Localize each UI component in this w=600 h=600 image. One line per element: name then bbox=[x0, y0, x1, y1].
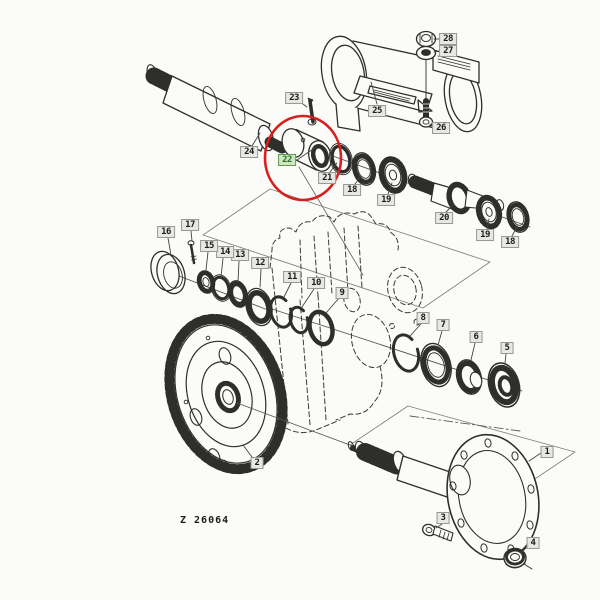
part-label-18[interactable]: 18 bbox=[343, 184, 361, 196]
axle-axis-line bbox=[236, 402, 359, 449]
highlight-ellipse bbox=[263, 114, 343, 202]
part-label-3[interactable]: 3 bbox=[436, 512, 450, 524]
part-label-11[interactable]: 11 bbox=[283, 271, 301, 283]
part-label-17[interactable]: 17 bbox=[181, 219, 199, 231]
part-label-16[interactable]: 16 bbox=[157, 226, 175, 238]
fastener-column bbox=[415, 30, 437, 128]
part-label-2[interactable]: 2 bbox=[250, 457, 264, 469]
part-19-gear-left bbox=[378, 156, 408, 194]
part-26-bolt bbox=[418, 98, 434, 128]
bracket-hatch bbox=[437, 55, 471, 71]
part-label-19[interactable]: 19 bbox=[377, 194, 395, 206]
leader-lines bbox=[167, 38, 542, 554]
part-11-snap-ring bbox=[268, 295, 294, 329]
part-3-bolt bbox=[421, 523, 454, 542]
part-label-20[interactable]: 20 bbox=[435, 212, 453, 224]
housing-dashed-outline bbox=[269, 211, 423, 434]
part-label-19-2[interactable]: 19 bbox=[476, 229, 494, 241]
part-25-housing bbox=[320, 35, 483, 133]
part-label-18-2[interactable]: 18 bbox=[501, 236, 519, 248]
part-21-ring bbox=[329, 142, 353, 176]
part-28-nut bbox=[415, 30, 437, 48]
part-1-axle-shaft bbox=[347, 433, 540, 561]
part-label-15[interactable]: 15 bbox=[200, 240, 218, 252]
part-7-bearing-cup bbox=[420, 342, 452, 388]
part-4-nut bbox=[503, 547, 533, 570]
part-19-gear-right bbox=[475, 194, 503, 230]
part-9-o-ring bbox=[307, 309, 335, 347]
part-label-23[interactable]: 23 bbox=[285, 92, 303, 104]
part-10-snap-ring bbox=[288, 305, 310, 335]
part-label-1[interactable]: 1 bbox=[540, 446, 554, 458]
part-label-10[interactable]: 10 bbox=[307, 277, 325, 289]
part-label-22[interactable]: 22 bbox=[278, 154, 296, 166]
part-23-pin bbox=[307, 97, 317, 126]
part-label-25[interactable]: 25 bbox=[368, 105, 386, 117]
part-6-taper-bearing bbox=[455, 359, 483, 395]
part-label-28[interactable]: 28 bbox=[439, 33, 457, 45]
part-2-gear bbox=[164, 313, 288, 475]
part-label-13[interactable]: 13 bbox=[231, 249, 249, 261]
flange-bolt-holes bbox=[449, 438, 535, 554]
part-24-shaft bbox=[145, 64, 288, 154]
part-18-bearing-ring-left bbox=[351, 152, 377, 186]
part-27-washer bbox=[415, 45, 437, 61]
part-22-coupling bbox=[281, 128, 333, 172]
part-label-8[interactable]: 8 bbox=[416, 312, 430, 324]
part-18-bearing-ring-right bbox=[506, 201, 530, 233]
part-label-14[interactable]: 14 bbox=[216, 246, 234, 258]
part-label-9[interactable]: 9 bbox=[335, 287, 349, 299]
part-label-26[interactable]: 26 bbox=[432, 122, 450, 134]
part-5-seal bbox=[487, 362, 521, 408]
part-13-bearing bbox=[227, 280, 249, 308]
part-16-cap bbox=[150, 250, 186, 295]
part-label-7[interactable]: 7 bbox=[436, 319, 450, 331]
part-label-5[interactable]: 5 bbox=[500, 342, 514, 354]
part-label-27[interactable]: 27 bbox=[439, 45, 457, 57]
part-label-6[interactable]: 6 bbox=[469, 331, 483, 343]
part-label-21[interactable]: 21 bbox=[318, 172, 336, 184]
part-17-bolt bbox=[187, 240, 197, 265]
part-label-24[interactable]: 24 bbox=[240, 146, 258, 158]
part-label-12[interactable]: 12 bbox=[251, 257, 269, 269]
part-label-4[interactable]: 4 bbox=[526, 537, 540, 549]
slot-hatch bbox=[373, 89, 411, 102]
figure-code: Z 26064 bbox=[180, 515, 230, 526]
part-8-snap-ring bbox=[391, 333, 421, 373]
